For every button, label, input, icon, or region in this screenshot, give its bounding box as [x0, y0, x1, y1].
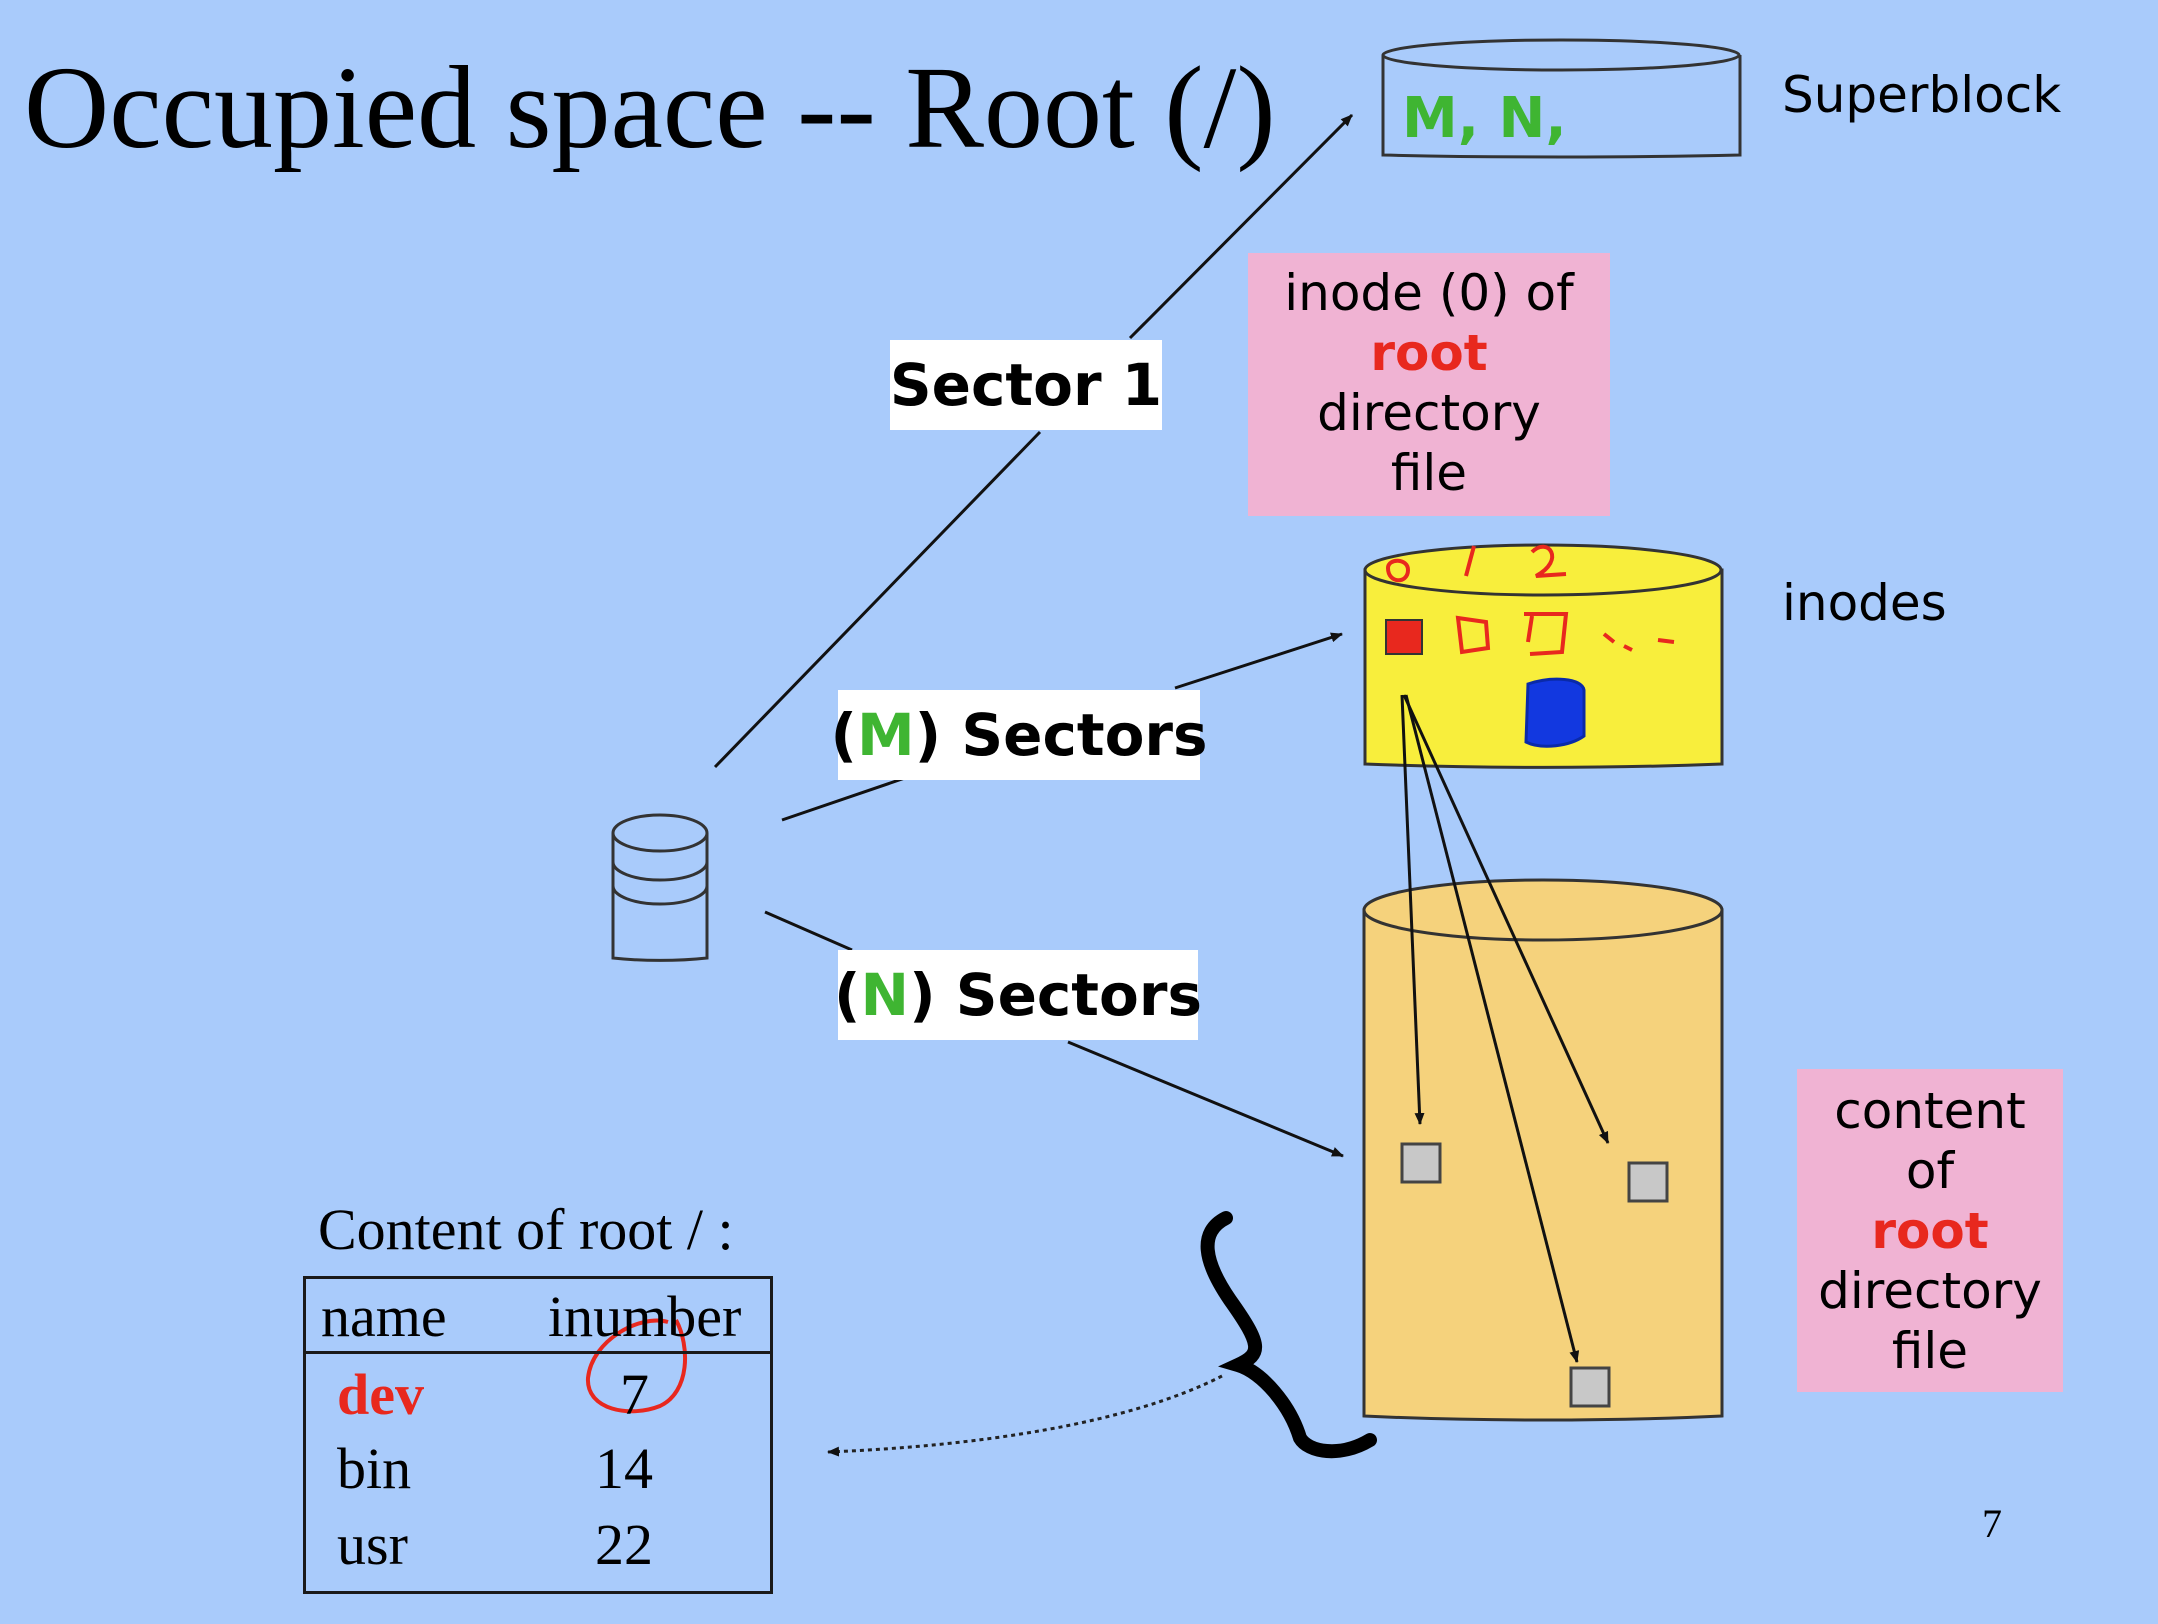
line-disk-to-m-sectors [781, 776, 906, 822]
root-directory-table: name inumber dev 7 bin 14 usr 22 [303, 1276, 773, 1594]
pointer-arrow-2 [1402, 694, 1610, 1144]
circle-on-7 [585, 1318, 687, 1414]
content-note-line3: root [1871, 1202, 1989, 1260]
blue-marker [1524, 677, 1586, 748]
header-name: name [321, 1284, 447, 1349]
data-block-2 [1627, 1161, 1669, 1203]
inode-note-line3: directory [1317, 384, 1541, 442]
data-block-3 [1569, 1366, 1611, 1408]
inodes-label: inodes [1782, 574, 1947, 632]
content-note: content of root directory file [1797, 1069, 2063, 1392]
n-sectors-label: ) Sectors [909, 961, 1202, 1029]
pointer-arrow-3 [1404, 694, 1580, 1363]
arrow-sector1-to-superblock [1128, 113, 1354, 340]
inodes-cylinder [1363, 543, 1724, 769]
arrow-m-sectors-to-inodes [1174, 632, 1343, 690]
inode-note-line1: inode (0) of [1284, 264, 1574, 322]
page-number: 7 [1982, 1501, 2002, 1546]
disk-icon [611, 813, 709, 962]
line-disk-to-sector1 [713, 430, 1042, 769]
m-letter: M [856, 701, 915, 769]
n-sectors-box: (N) Sectors [834, 950, 1202, 1040]
content-note-line5: file [1891, 1322, 1969, 1380]
content-note-line4: directory [1818, 1262, 2042, 1320]
superblock-label: Superblock [1782, 66, 2062, 124]
root-inode-slot [1385, 619, 1423, 655]
line-disk-to-n-sectors [764, 910, 853, 952]
inode-note: inode (0) of root directory file [1248, 253, 1610, 516]
slide-title: Occupied space -- Root (/) [24, 42, 1276, 173]
row-dev-name: dev [337, 1362, 424, 1427]
row-usr-name: usr [337, 1512, 408, 1577]
superblock-content: M, N, [1402, 86, 1567, 151]
sector1-box: Sector 1 [890, 340, 1162, 430]
superblock-cylinder [1381, 38, 1742, 159]
row-usr-inumber: 22 [595, 1512, 653, 1577]
row-bin-inumber: 14 [595, 1436, 653, 1501]
index-1 [1464, 545, 1476, 577]
dotted-arrow-to-table [827, 1374, 1223, 1457]
n-letter: N [860, 961, 910, 1029]
row-bin-name: bin [337, 1436, 412, 1501]
data-cylinder [1362, 878, 1724, 1422]
row-dev-inumber: 7 [620, 1362, 649, 1427]
content-note-line1: content [1834, 1082, 2026, 1140]
header-inumber: inumber [548, 1284, 742, 1349]
inode-slot-1 [1455, 615, 1491, 655]
inode-slot-2 [1524, 612, 1569, 656]
inode-note-line2: root [1370, 324, 1488, 382]
m-sectors-box: (M) Sectors [830, 690, 1208, 780]
curly-brace [1200, 1211, 1377, 1459]
table-header: name inumber [306, 1279, 770, 1354]
index-2 [1530, 544, 1567, 578]
data-block-1 [1400, 1142, 1442, 1184]
index-0 [1386, 558, 1411, 583]
content-note-line2: of [1905, 1142, 1955, 1200]
sector1-label: Sector 1 [889, 351, 1163, 419]
pointer-arrow-1 [1400, 694, 1425, 1125]
table-caption: Content of root / : [318, 1197, 734, 1262]
inode-note-line4: file [1390, 444, 1468, 502]
n-sectors-open: ( [834, 961, 861, 1029]
m-sectors-open: ( [830, 701, 857, 769]
arrow-n-sectors-to-data [1067, 1040, 1344, 1158]
m-sectors-label: ) Sectors [914, 701, 1208, 769]
